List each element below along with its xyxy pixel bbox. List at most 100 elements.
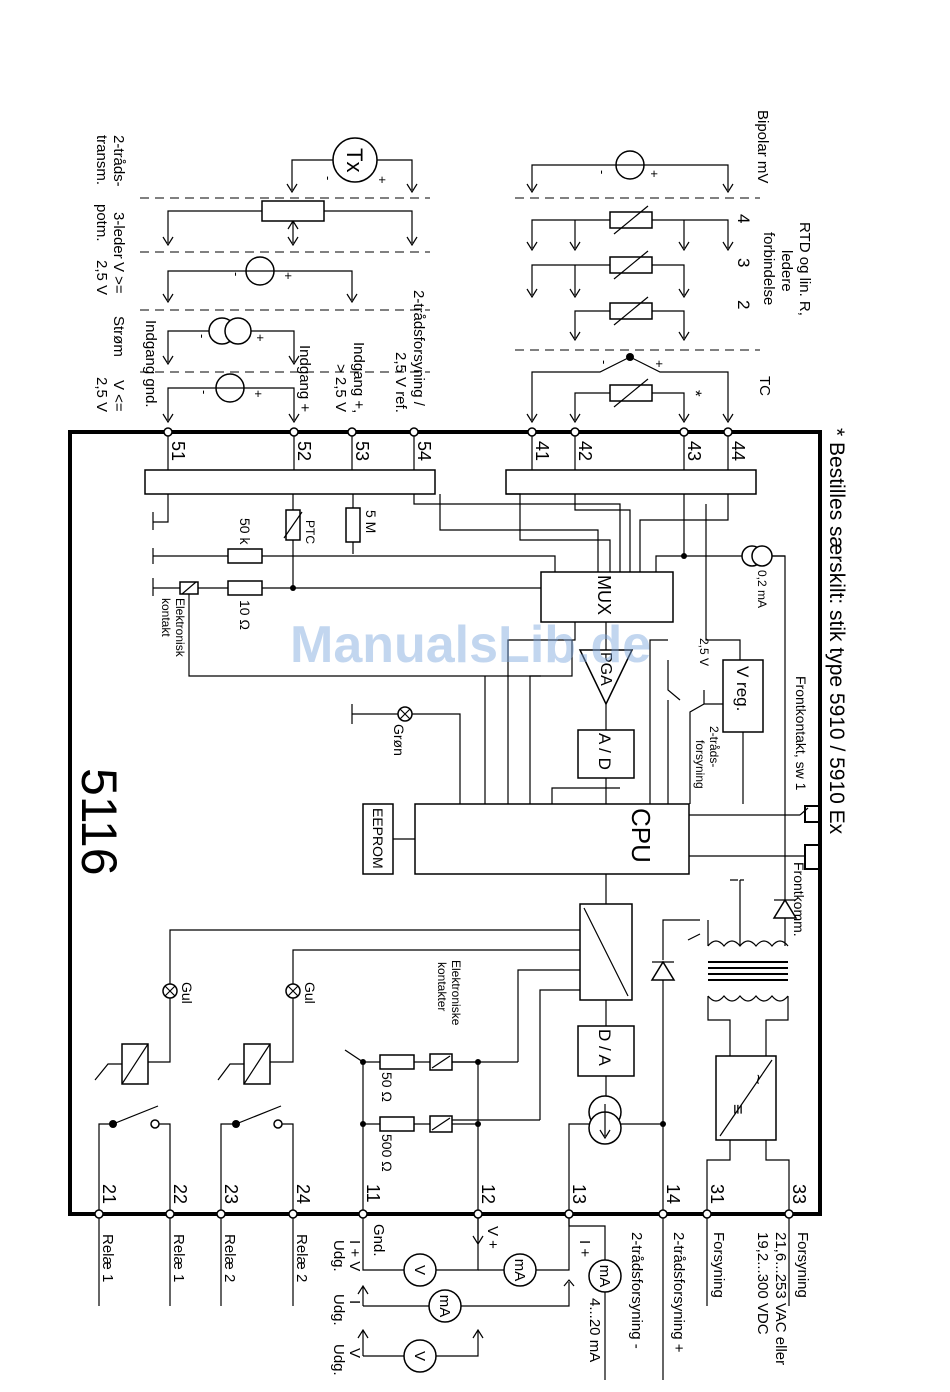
label-gul-2: Gul — [302, 982, 318, 1004]
label-rtd-wire-2: 2 — [734, 300, 753, 309]
label-stroem: Strøm — [110, 316, 127, 357]
label-relae1-a: Relæ 1 — [99, 1234, 116, 1282]
label-5m: 5 M — [363, 510, 379, 533]
label-udg-i-1: I — [346, 1300, 363, 1304]
meter-v-iv — [403, 1253, 437, 1287]
input-wiring-right — [526, 150, 734, 424]
label-50k: 50 k — [237, 518, 253, 545]
label-vle25-1: V <= — [110, 380, 127, 412]
meter-ma-2wire-label: mA — [596, 1265, 613, 1288]
label-rtd-wire-3: 3 — [734, 258, 753, 267]
terminal-54: 54 — [414, 441, 434, 461]
pol-mv-plus: + — [647, 170, 662, 178]
label-i-plus: I + — [576, 1240, 593, 1257]
output-terminals — [94, 1209, 794, 1219]
input-wiring-left — [162, 137, 418, 424]
input-internal-wiring — [152, 493, 786, 900]
terminal-53: 53 — [352, 441, 372, 461]
label-indgang-gnd: Indgang gnd. — [142, 320, 159, 408]
meter-v-v-label: V — [411, 1351, 428, 1361]
pol-tc-plus: + — [652, 360, 667, 368]
meter-ma-2wire — [588, 1259, 622, 1293]
label-udg-iv-1: I + V — [346, 1240, 363, 1271]
label-10ohm: 10 Ω — [237, 600, 253, 630]
label-indgang-gt25-1: Indgang +, — [350, 342, 367, 413]
label-frontkontakt: Frontkontakt, sw 1 — [793, 676, 809, 791]
pol-vh-minus: - — [229, 272, 244, 276]
label-udg-v-1: V — [346, 1348, 363, 1358]
terminal-21: 21 — [99, 1184, 119, 1204]
input-bus-left — [144, 469, 436, 495]
resistor-50ohm — [379, 1054, 415, 1070]
label-tc: TC — [756, 376, 773, 396]
label-udg-i-2: Udg. — [330, 1294, 347, 1326]
resistor-10ohm — [227, 580, 263, 596]
diode-2wire — [650, 960, 676, 981]
meter-v-v — [403, 1339, 437, 1373]
label-indgang-plus: Indgang + — [296, 345, 313, 412]
terminal-24: 24 — [293, 1184, 313, 1204]
label-3leder-2: potm. — [93, 204, 110, 242]
label-2trads-ref-2: 2,5 V ref. — [392, 352, 409, 413]
label-udg-iv-2: Udg. — [330, 1240, 347, 1272]
label-3leder-1: 3-leder — [110, 212, 127, 259]
meter-ma-i — [428, 1289, 462, 1323]
device-number: 5116 — [71, 768, 127, 876]
label-gnd: Gnd. — [370, 1224, 387, 1257]
mux-block — [540, 571, 674, 623]
resistor-500ohm — [379, 1116, 415, 1132]
cpu-label: CPU — [626, 808, 656, 863]
input-bus-right — [505, 469, 757, 495]
dc-symbol: ≡ — [728, 1104, 748, 1115]
current-source-b — [224, 317, 252, 345]
order-note: * Bestilles særskilt: stik type 5910 / 5… — [825, 428, 848, 835]
diode-frontkomm — [772, 898, 798, 919]
potentiometer — [261, 200, 325, 222]
label-frontkomm: Frontkomm. — [791, 862, 807, 937]
label-500ohm: 500 Ω — [379, 1134, 395, 1172]
label-udg-v-2: Udg. — [330, 1344, 347, 1376]
frontkontakt-connector — [804, 805, 820, 823]
terminal-31: 31 — [707, 1184, 727, 1204]
label-tx: Tx — [342, 148, 367, 172]
label-2trads-transm-2: transm. — [93, 135, 110, 185]
watermark: ManualsLib.de — [290, 616, 651, 674]
label-gul-1: Gul — [179, 982, 195, 1004]
label-2trads-minus: 2-trådsforsyning - — [628, 1232, 645, 1349]
terminal-12: 12 — [478, 1184, 498, 1204]
label-vge25-2: 2,5 V — [93, 260, 110, 295]
frontkomm-connector — [804, 844, 820, 870]
pol-i-minus: - — [195, 334, 210, 338]
label-v-plus: V + — [484, 1226, 501, 1249]
pol-vl-plus: + — [251, 390, 266, 398]
pol-vh-plus: + — [281, 272, 296, 280]
label-relae1-b: Relæ 1 — [170, 1234, 187, 1282]
label-2trads-ref-1: 2-trådsforsyning / — [410, 290, 427, 407]
label-vge25-1: V >= — [110, 262, 127, 294]
meter-v-iv-label: V — [411, 1265, 428, 1275]
pol-tx-minus: - — [321, 176, 336, 180]
label-bipolar-mv: Bipolar mV — [754, 110, 771, 183]
label-groen: Grøn — [391, 724, 407, 756]
terminal-13: 13 — [569, 1184, 589, 1204]
label-2trads-int-1: 2-tråds- — [707, 726, 721, 767]
pga-label: PGA — [597, 652, 614, 686]
label-relae2-b: Relæ 2 — [293, 1234, 310, 1282]
label-vle25-2: 2,5 V — [93, 377, 110, 412]
pol-tx-plus: + — [375, 176, 390, 184]
label-tc-star: * — [686, 390, 705, 397]
label-2trads-transm-1: 2-tråds- — [110, 135, 127, 187]
pol-i-plus: + — [253, 334, 268, 342]
label-rtd-1: RTD og lin. R, — [796, 222, 813, 316]
label-2trads-plus: 2-trådsforsyning + — [670, 1232, 687, 1353]
ac-symbol: ~ — [748, 1074, 768, 1085]
terminal-43: 43 — [684, 441, 704, 461]
ad-label: A / D — [595, 733, 614, 770]
label-indgang-gt25-2: > 2,5 V — [332, 364, 349, 412]
label-02ma: 0,2 mA — [755, 570, 769, 608]
terminal-51: 51 — [168, 441, 188, 461]
label-rtd-wire-4: 4 — [734, 214, 753, 223]
label-elektroniske-2: kontakter — [435, 962, 449, 1011]
